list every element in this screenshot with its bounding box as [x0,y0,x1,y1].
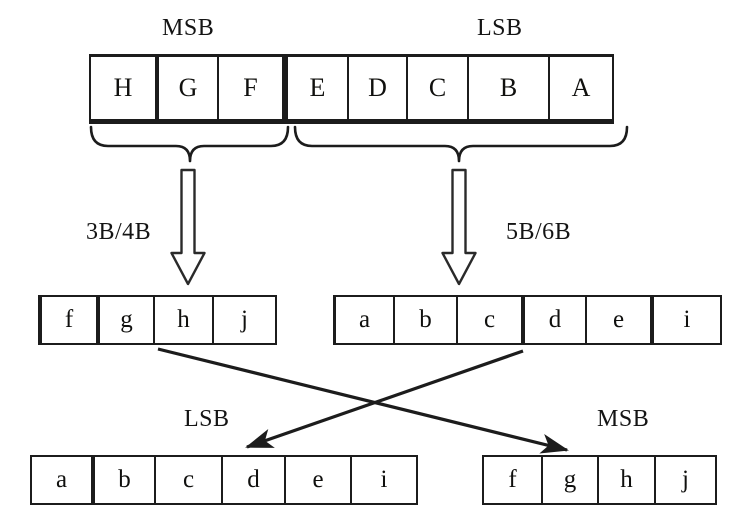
msb-top-label: MSB [162,15,215,41]
bit-cell: c [456,295,523,345]
bit-cell: H [89,54,157,124]
bit-cell: f [482,455,543,505]
bit-cell: d [221,455,286,505]
bit-cell: f [38,295,98,345]
bit-cell: i [650,295,722,345]
bit-cell: a [333,295,395,345]
bit-cell: j [654,455,717,505]
lsb-bottom-label: LSB [184,406,230,432]
bit-cell: b [393,295,458,345]
bit-cell: h [153,295,214,345]
bit-cell: G [155,54,219,124]
bit-cell: E [282,54,349,124]
bit-cell: C [406,54,469,124]
bit-cell: g [96,295,155,345]
msb-bottom-label: MSB [597,406,650,432]
bit-cell: h [597,455,656,505]
encoder-right-arrow [441,168,477,286]
msb-brace [89,125,290,163]
bit-cell: g [541,455,599,505]
bit-cell: e [585,295,652,345]
encoder-3b4b-label: 3B/4B [86,219,152,245]
bit-cell: F [217,54,284,124]
bit-cell: i [350,455,418,505]
bit-cell: j [212,295,277,345]
encoder-5b6b-label: 5B/6B [506,219,572,245]
lsb-crossover-arrow [245,349,524,449]
bit-cell: e [284,455,352,505]
bit-cell: D [347,54,408,124]
bit-cell: c [154,455,223,505]
bit-cell: a [30,455,93,505]
msb-crossover-arrow [157,347,569,454]
lsb-top-label: LSB [477,15,523,41]
bit-cell: A [548,54,614,124]
lsb-brace [293,125,629,163]
encoder-left-arrow [170,168,206,286]
bit-cell: B [467,54,550,124]
bit-cell: d [521,295,587,345]
bit-cell: b [91,455,156,505]
